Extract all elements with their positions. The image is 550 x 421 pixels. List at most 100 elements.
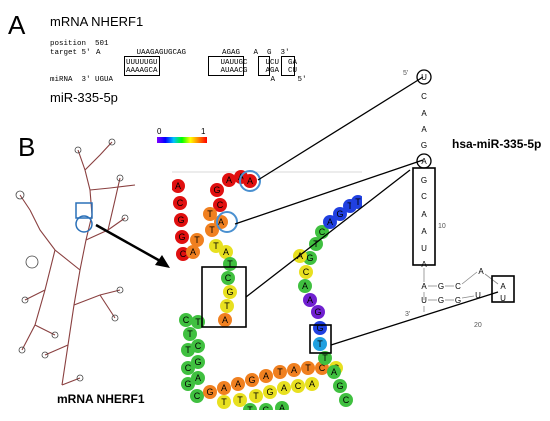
mrna-nucleotide-letter: G xyxy=(213,185,220,195)
mrna-nucleotide-letter: A xyxy=(175,181,181,191)
mrna-nucleotide xyxy=(190,233,204,247)
target-top-row: A UAAGAGUGCAG AGAG A G 3' xyxy=(96,49,290,57)
mrna-nucleotide-letter: C xyxy=(217,200,224,210)
mrna-nucleotide xyxy=(179,313,193,327)
thumbnail-zoom-circle xyxy=(75,215,93,233)
mrna-nucleotide xyxy=(318,351,332,365)
color-scale-bar xyxy=(157,137,207,143)
mrna-nucleotide-letter: C xyxy=(194,391,201,401)
mrna-nucleotide xyxy=(220,299,234,313)
mrna-nucleotide-letter: T xyxy=(322,353,328,363)
mrna-nucleotide-letter: T xyxy=(209,225,215,235)
mrna-nucleotide-letter: A xyxy=(291,365,297,375)
mrna-nucleotide-letter: G xyxy=(248,375,255,385)
mrna-nucleotide xyxy=(249,389,263,403)
hairpin-seed-box xyxy=(412,167,436,266)
mrna-nucleotide-letter: C xyxy=(319,227,326,237)
hairpin-3prime: 3' xyxy=(405,311,411,318)
mrna-nucleotide-letter: G xyxy=(336,209,343,219)
mrna-nucleotide xyxy=(233,393,247,407)
mrna-nucleotide-letter: A xyxy=(247,176,253,186)
mirna-label: hsa-miR-335-5p xyxy=(452,137,542,151)
mrna-nucleotide xyxy=(259,369,273,383)
position-line: position 501 xyxy=(50,40,109,48)
mrna-nucleotide-letter: C xyxy=(303,267,310,277)
mrna-nucleotide-letter: C xyxy=(319,363,326,373)
mrna-nucleotide xyxy=(181,361,195,375)
hairpin-5prime: 5' xyxy=(403,70,409,77)
mrna-nucleotide xyxy=(223,285,237,299)
hairpin-loop-nt: A xyxy=(478,267,484,276)
mrna-nucleotide-letter: A xyxy=(309,379,315,389)
mrna-nucleotide xyxy=(299,265,313,279)
hairpin-tick-10: 10 xyxy=(438,223,446,230)
mrna-nucleotide-letter: T xyxy=(305,363,311,373)
mrna-nucleotide-letter: T xyxy=(253,391,259,401)
mrna-nucleotide xyxy=(327,365,341,379)
mrna-nucleotide-letter: G xyxy=(314,307,321,317)
mrna-nucleotide-letter: T xyxy=(317,339,323,349)
mrna-nucleotide-letter: A xyxy=(331,367,337,377)
hairpin-stem-nt: C xyxy=(455,282,461,291)
mrna-nucleotide-letter: T xyxy=(185,345,191,355)
mrna-nucleotide xyxy=(183,327,197,341)
scale-min-label: 0 xyxy=(157,127,162,136)
mrna-nucleotide-letter: A xyxy=(279,403,285,413)
panel-b-letter: B xyxy=(18,132,36,162)
mrna-nucleotide-letter: A xyxy=(190,247,196,257)
mrna-nucleotide-letter: C xyxy=(295,381,302,391)
mrna-nucleotide-letter: T xyxy=(194,235,200,245)
mrna-nucleotide-letter: A xyxy=(218,217,224,227)
hairpin-nucleotide: U xyxy=(421,73,427,82)
mrna-nucleotide xyxy=(190,389,204,403)
mrna-nucleotide-letter: T xyxy=(195,317,201,327)
hairpin-bond xyxy=(461,295,475,299)
hairpin-stem-nt: U xyxy=(421,296,427,305)
hairpin-nucleotide: G xyxy=(421,176,427,185)
mrna-nucleotide-letter: G xyxy=(262,405,269,415)
target-line-label: target 5' xyxy=(50,49,91,57)
hairpin-nucleotide: C xyxy=(421,192,427,201)
mrna-nucleotide xyxy=(175,230,189,244)
mrna-nucleotide xyxy=(181,343,195,357)
mrna-nucleotide xyxy=(243,174,257,188)
hairpin-stem-nt: G xyxy=(455,296,461,305)
mrna-nucleotide-letter: C xyxy=(225,273,232,283)
zoom-arrow-head xyxy=(155,255,170,268)
mrna-nucleotide xyxy=(181,377,195,391)
mrna-nucleotide-letter: A xyxy=(223,247,229,257)
mrna-structure-thumbnail xyxy=(19,141,136,386)
target-paired-row: UUUUUGU UAUUGC UCU GA xyxy=(126,59,298,67)
mirna-name: miR-335-5p xyxy=(50,90,118,105)
hairpin-loop-nt: G xyxy=(438,296,444,305)
mrna-nucleotide-letter: A xyxy=(221,383,227,393)
hairpin-circled-nt xyxy=(416,69,432,85)
mrna-nucleotide-letter: G xyxy=(266,387,273,397)
mrna-nucleotide-letter: T xyxy=(313,239,319,249)
mrna-nucleotide xyxy=(298,279,312,293)
mrna-nucleotide xyxy=(275,401,289,410)
mrna-nucleotide xyxy=(287,363,301,377)
mrna-nucleotide-letter: A xyxy=(302,281,308,291)
mrna-nucleotide-letter: G xyxy=(226,287,233,297)
mrna-nucleotide-letter: T xyxy=(221,397,227,407)
panel-a-letter: A xyxy=(8,10,26,40)
seed-box-4 xyxy=(281,56,295,76)
thumbnail-loops xyxy=(15,138,129,382)
mrna-nucleotide-letter: G xyxy=(206,387,213,397)
mrna-nucleotide xyxy=(291,379,305,393)
mrna-nucleotide-letter: T xyxy=(247,405,253,415)
mirna-paired-row: AAAAGCA AUAACG AGA CU xyxy=(126,67,298,75)
match-box-site xyxy=(309,324,332,354)
hairpin-nucleotide: A xyxy=(421,157,427,166)
seed-box-2 xyxy=(208,56,244,76)
mrna-nucleotide xyxy=(339,393,353,407)
thumbnail-zoom-box xyxy=(75,202,93,219)
mrna-nucleotide xyxy=(259,403,273,410)
match-circle-2 xyxy=(216,211,238,233)
mrna-nucleotide xyxy=(222,173,236,187)
mrna-nucleotide-letter: T xyxy=(187,329,193,339)
mrna-nucleotide xyxy=(205,223,219,237)
mrna-nucleotide xyxy=(277,381,291,395)
mrna-label: mRNA NHERF1 xyxy=(57,392,145,406)
